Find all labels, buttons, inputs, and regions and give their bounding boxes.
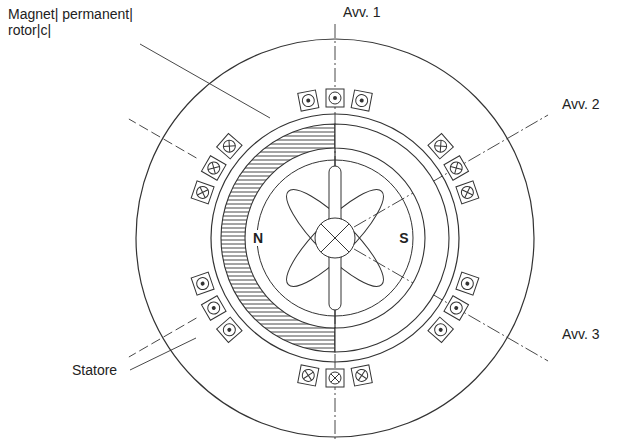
stator-bore: [211, 114, 459, 362]
pole-label: N: [252, 230, 264, 246]
magnet-label: Magnet| permanent| rotor|c|: [8, 6, 148, 38]
stator-coils: [191, 89, 479, 387]
rotor-core: [257, 148, 413, 328]
winding-axes: [129, 24, 548, 441]
axis-label: Avv. 3: [562, 326, 600, 342]
stator-outline: [136, 39, 534, 437]
pole-label: S: [398, 230, 409, 246]
stator-label: Statore: [72, 362, 117, 378]
axis-label: Avv. 2: [562, 96, 600, 112]
axis-label: Avv. 1: [343, 4, 381, 20]
drawing: [129, 24, 548, 441]
permanent-magnet: [221, 124, 449, 352]
leader-lines: [130, 44, 270, 370]
